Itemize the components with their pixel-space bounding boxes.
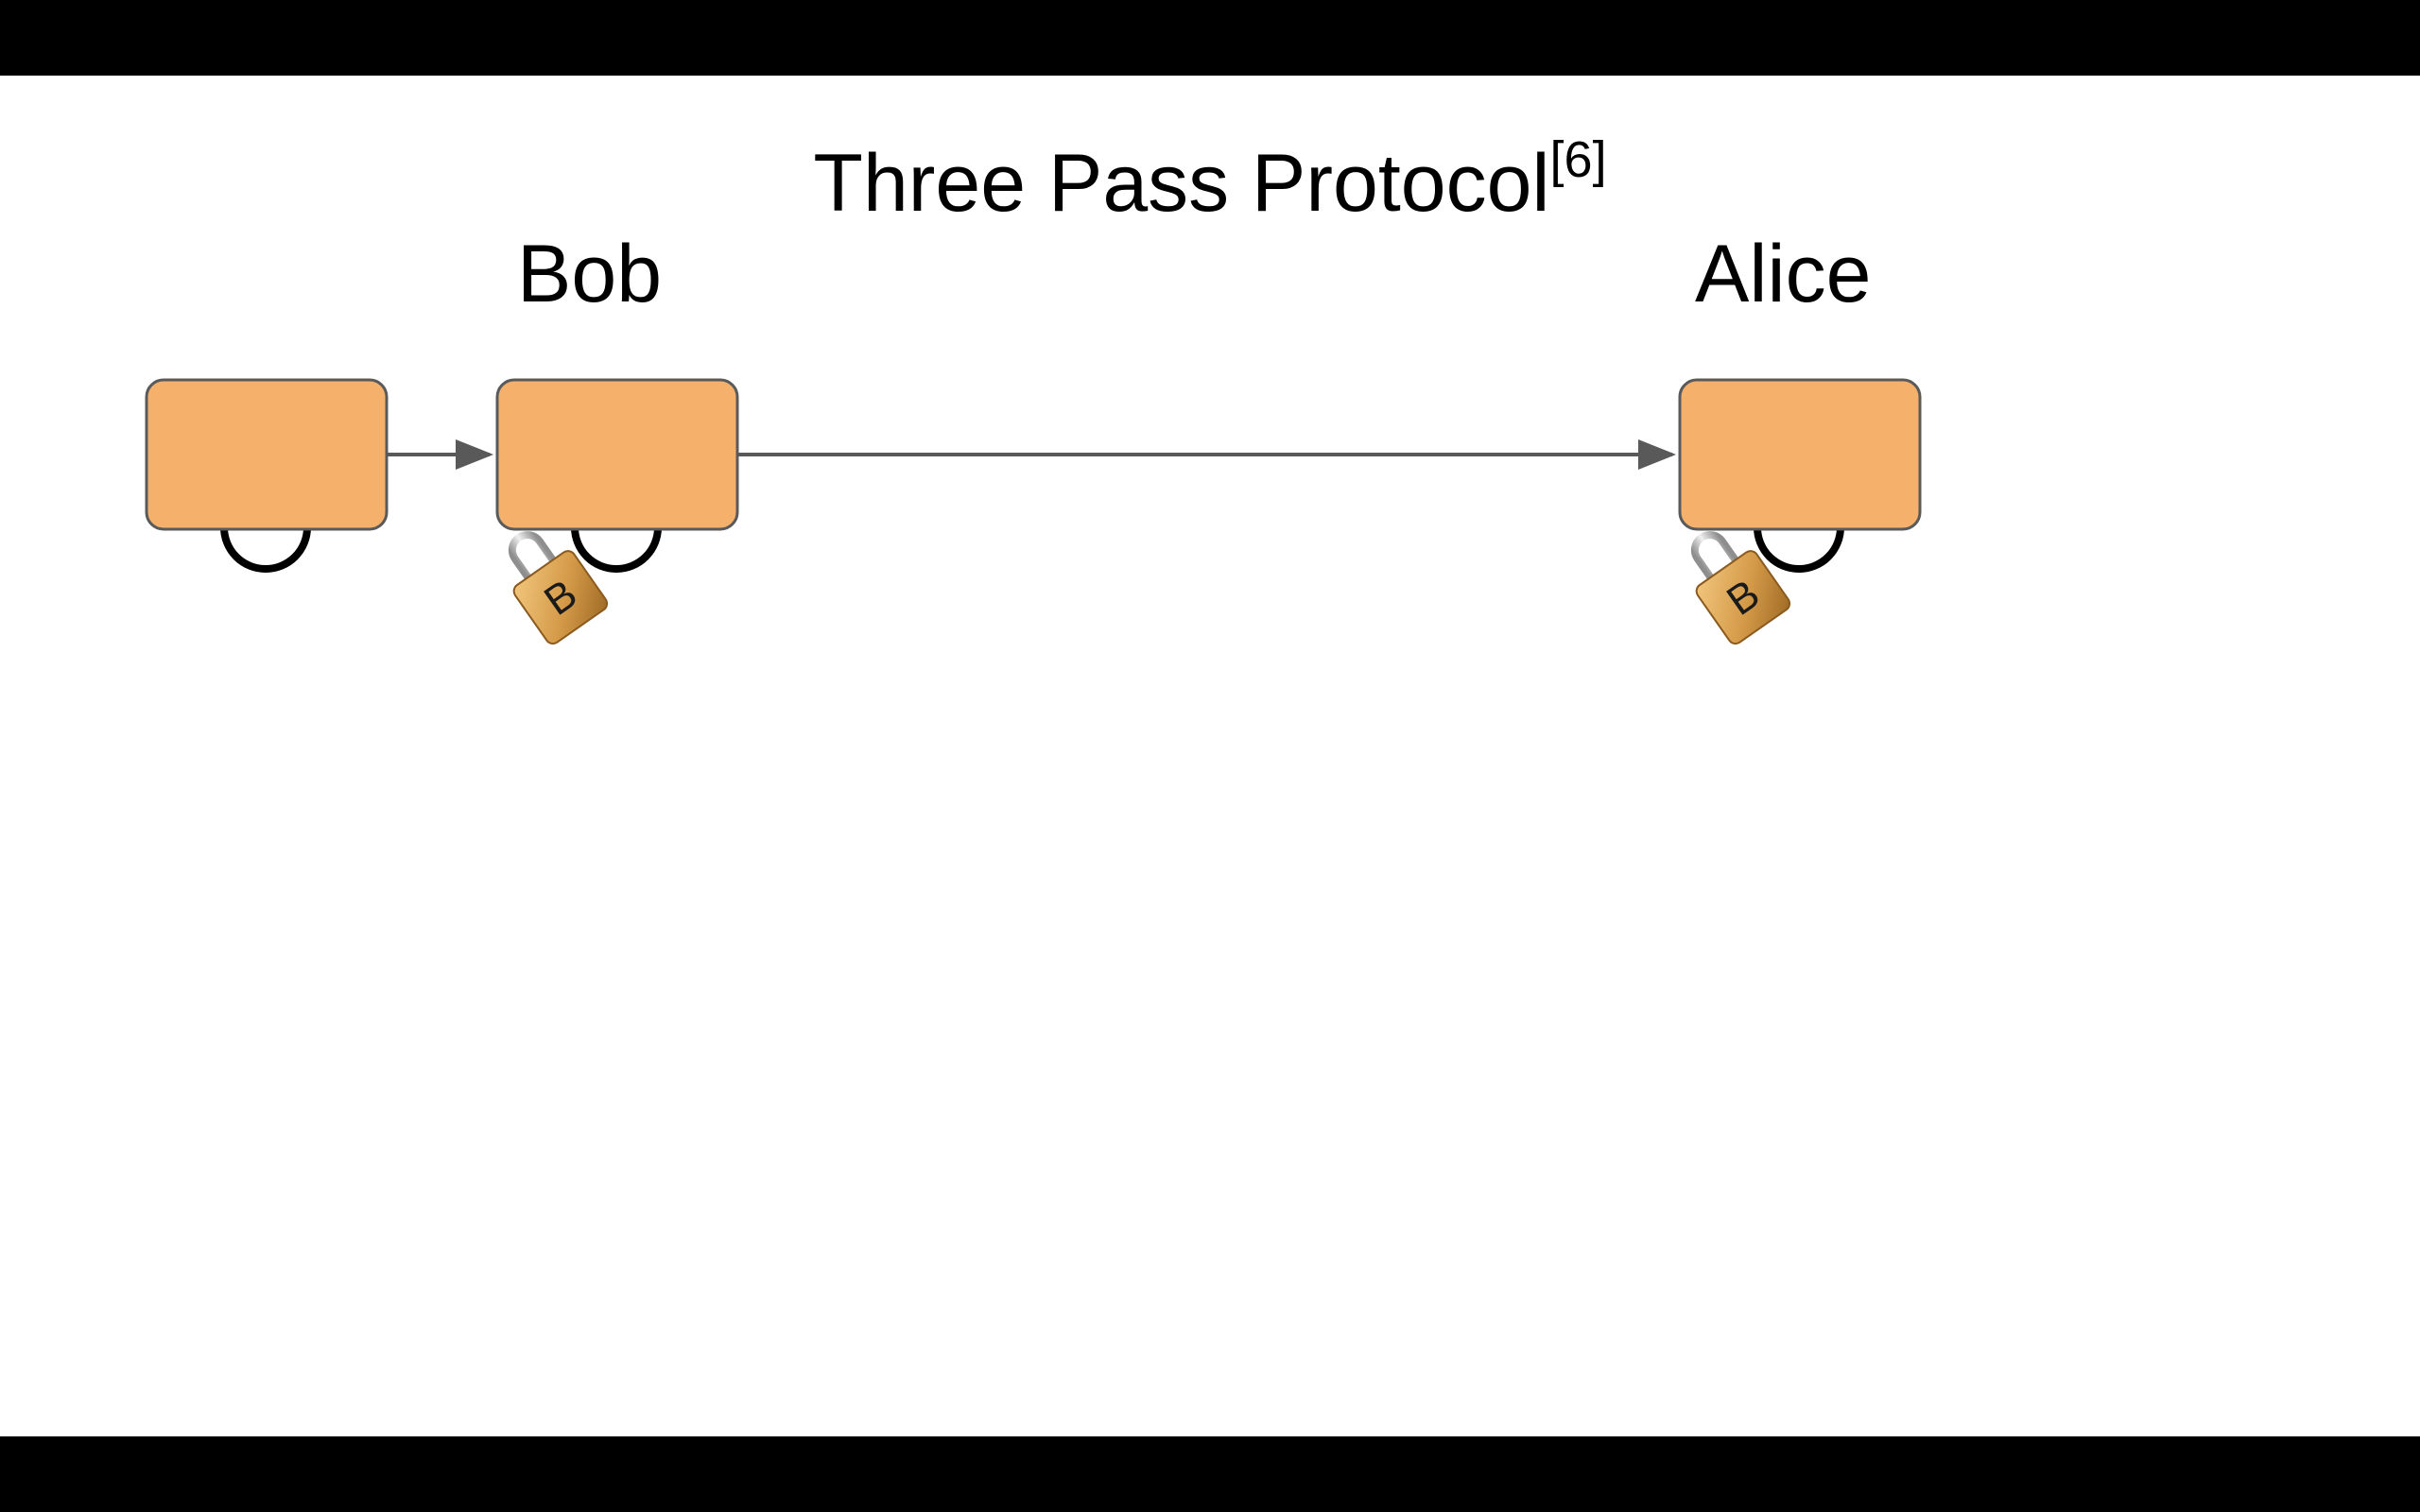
letterbox-top	[0, 0, 2420, 76]
bob-box	[495, 378, 739, 531]
slide-title-text: Three Pass Protocol	[813, 138, 1550, 229]
padlock-icon: B	[508, 531, 609, 645]
party-label-bob: Bob	[517, 229, 663, 319]
initial-box	[145, 378, 389, 531]
protocol-diagram: B B	[145, 378, 1922, 645]
padlock-icon: B	[1690, 531, 1791, 645]
alice-box	[1678, 378, 1922, 531]
alice-box-shackle-icon	[1754, 526, 1844, 573]
citation-superscript: [6]	[1549, 131, 1607, 189]
slide: Three Pass Protocol[6] Bob Alice	[0, 76, 2420, 1436]
letterbox-bottom	[0, 1436, 2420, 1512]
slide-title: Three Pass Protocol[6]	[0, 134, 2420, 231]
party-label-alice: Alice	[1695, 229, 1872, 319]
bob-box-shackle-icon	[571, 526, 662, 573]
open-shackle-icon	[220, 526, 311, 573]
